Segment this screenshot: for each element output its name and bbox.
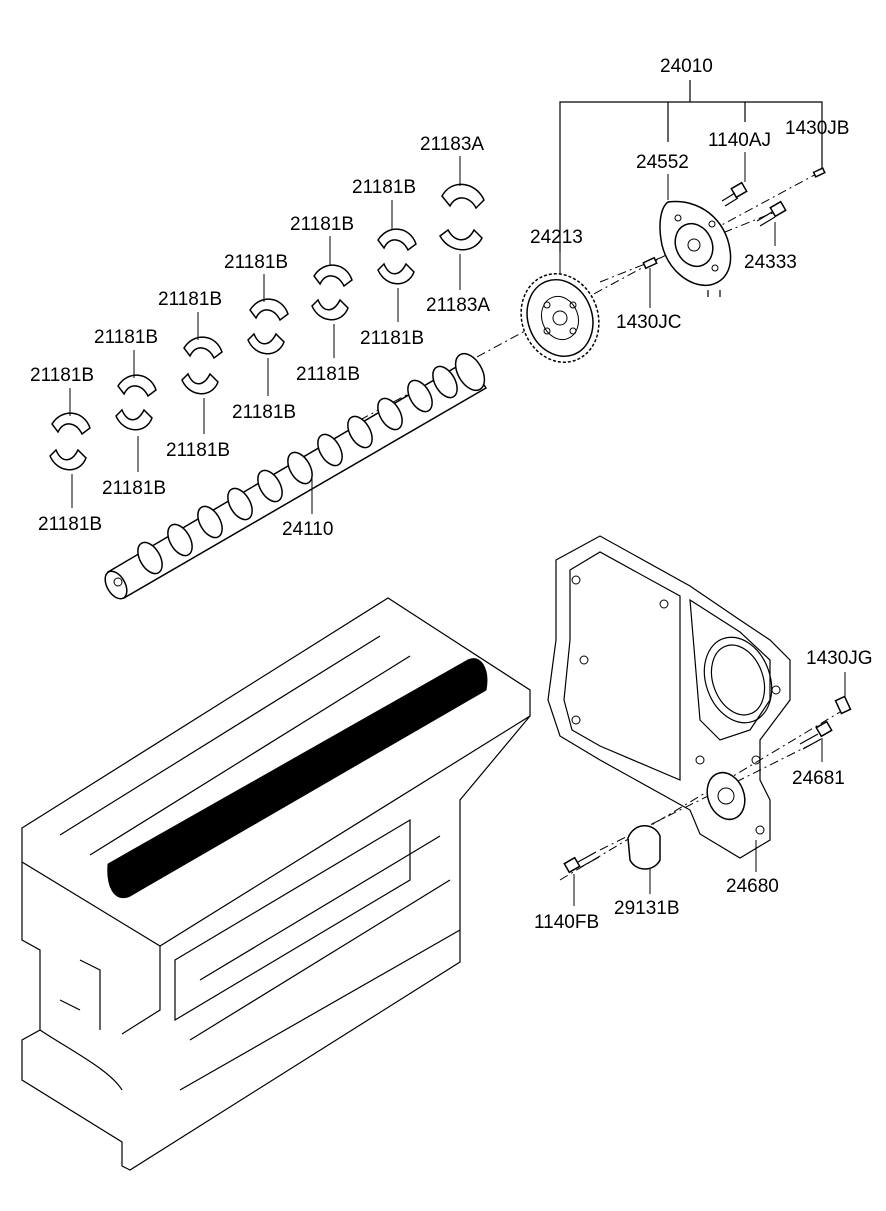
bolt-1140FB — [563, 851, 600, 874]
engine-block — [21, 597, 531, 1171]
cam-gear-24213 — [520, 273, 600, 363]
bolt-24681 — [799, 720, 833, 750]
label-21181B-10[interactable]: 21181B — [102, 478, 166, 499]
label-21181B-9[interactable]: 21181B — [94, 327, 158, 348]
label-21181B-2[interactable]: 21181B — [360, 328, 424, 349]
label-21181B-1[interactable]: 21181B — [352, 177, 416, 198]
label-24010[interactable]: 24010 — [660, 56, 713, 77]
label-21181B-3[interactable]: 21181B — [290, 214, 354, 235]
bearing-shells — [49, 183, 485, 471]
label-24680[interactable]: 24680 — [726, 876, 779, 897]
label-1430JG[interactable]: 1430JG — [806, 648, 873, 669]
label-21183A-bottom[interactable]: 21183A — [426, 295, 490, 316]
label-24552[interactable]: 24552 — [636, 152, 689, 173]
thrust-plate-24552 — [659, 200, 732, 297]
bolt-1140AJ — [721, 181, 748, 207]
label-24213[interactable]: 24213 — [530, 227, 583, 248]
label-21181B-6[interactable]: 21181B — [232, 402, 296, 423]
camshaft-24110 — [104, 352, 488, 600]
assembly-bracket-24010: 24010 — [559, 56, 823, 252]
timing-cover — [547, 535, 791, 859]
pin-1430JB — [812, 167, 826, 178]
label-29131B[interactable]: 29131B — [614, 898, 680, 919]
bolt-24333 — [756, 200, 787, 227]
label-21181B-4[interactable]: 21181B — [296, 364, 360, 385]
label-1430JC[interactable]: 1430JC — [616, 312, 682, 333]
label-24681[interactable]: 24681 — [792, 768, 845, 789]
label-21183A-top[interactable]: 21183A — [420, 134, 484, 155]
label-1140AJ[interactable]: 1140AJ — [708, 130, 771, 151]
pin-1430JG — [834, 695, 852, 715]
cover-plate-29131B — [627, 825, 661, 870]
label-24333[interactable]: 24333 — [744, 252, 797, 273]
label-21181B-8[interactable]: 21181B — [166, 440, 230, 461]
label-21181B-5[interactable]: 21181B — [224, 252, 288, 273]
label-1430JB[interactable]: 1430JB — [785, 118, 849, 139]
label-21181B-11[interactable]: 21181B — [30, 365, 94, 386]
label-21181B-7[interactable]: 21181B — [158, 289, 222, 310]
pin-1430JC — [642, 256, 658, 270]
label-24110[interactable]: 24110 — [282, 519, 333, 540]
label-21181B-12[interactable]: 21181B — [38, 514, 102, 535]
label-1140FB[interactable]: 1140FB — [534, 912, 599, 933]
